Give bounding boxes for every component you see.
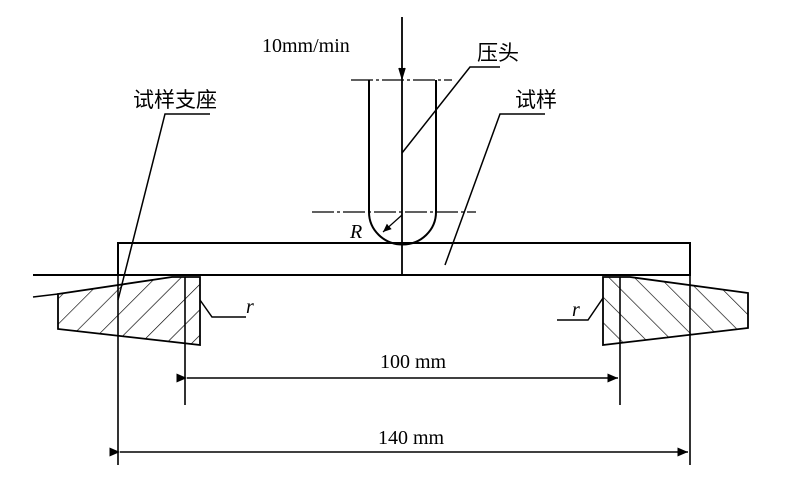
left-support-extension: [32, 293, 59, 298]
leader-r-left: [199, 299, 246, 318]
radius-R-label: R: [349, 221, 362, 243]
specimen-bar: [117, 242, 691, 276]
support-label: 试样支座: [133, 88, 217, 112]
radius-r-right-label: r: [572, 299, 580, 321]
radius-r-left-label: r: [246, 296, 254, 318]
span-outer-label: 140 mm: [378, 427, 445, 449]
right-support-hatch: [602, 276, 749, 347]
radius-R-arrow: [382, 214, 403, 233]
leader-r-right: [557, 297, 604, 321]
indenter-label: 压头: [477, 41, 519, 65]
span-inner-label: 100 mm: [380, 351, 447, 373]
speed-label: 10mm/min: [262, 35, 350, 57]
left-support-hatch: [57, 276, 201, 347]
leader-support: [117, 113, 210, 301]
leader-specimen: [444, 113, 545, 266]
specimen-label: 试样: [515, 88, 557, 112]
indenter-shape: [368, 80, 437, 246]
load-arrow-icon: [398, 67, 406, 81]
leader-indenter: [401, 66, 500, 154]
